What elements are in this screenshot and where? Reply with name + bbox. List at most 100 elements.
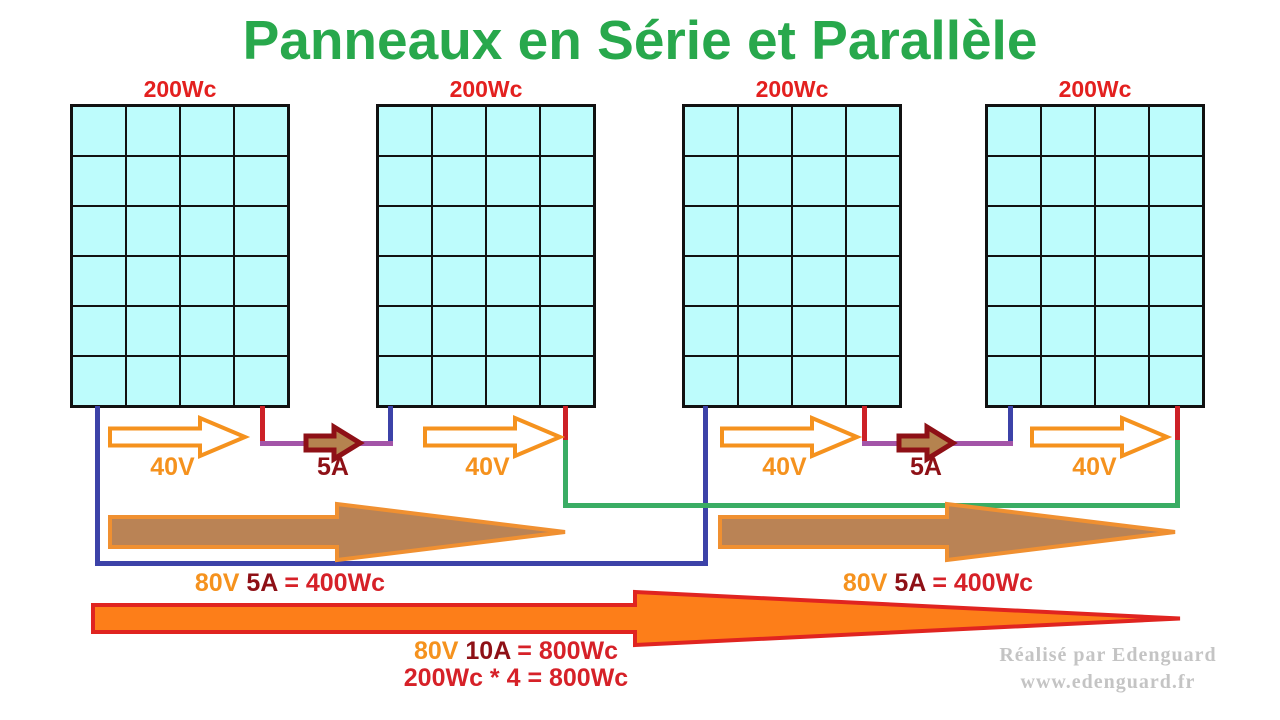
panel-cell	[181, 207, 233, 255]
panel-cell	[847, 257, 899, 305]
string-output-label-part: = 400Wc	[925, 569, 1034, 597]
panel-cell	[1042, 157, 1094, 205]
panel-cell	[541, 307, 593, 355]
wire-red-positive	[260, 406, 265, 444]
panel-cell	[379, 207, 431, 255]
panel-cell	[433, 107, 485, 155]
panel-cell	[73, 307, 125, 355]
panel-cell	[235, 357, 287, 405]
current-label-part: 5A	[910, 453, 942, 481]
watermark: Réalisé par Edenguard www.edenguard.fr	[988, 642, 1228, 696]
panel-cell	[235, 207, 287, 255]
panel-cell	[793, 207, 845, 255]
panel-cell	[739, 307, 791, 355]
panel-cell	[988, 257, 1040, 305]
panel-cell	[73, 157, 125, 205]
panel-cell	[988, 207, 1040, 255]
panel-cell	[1096, 207, 1148, 255]
solar-panel	[70, 104, 290, 408]
wire-red-positive	[1175, 406, 1180, 442]
panel-cell	[1150, 357, 1202, 405]
panel-cell	[739, 157, 791, 205]
panel-cell	[1150, 207, 1202, 255]
panel-cell	[988, 357, 1040, 405]
panel-cell	[487, 107, 539, 155]
solar-panel	[985, 104, 1205, 408]
watermark-line2: www.edenguard.fr	[1020, 671, 1196, 693]
solar-panel	[376, 104, 596, 408]
panel-cell	[73, 257, 125, 305]
voltage-label: 40V	[0, 453, 423, 481]
panel-cell	[379, 157, 431, 205]
wire-blue-negative	[703, 406, 708, 566]
panel-cell	[793, 257, 845, 305]
string-output-label: 80V 5A = 400Wc	[40, 569, 540, 597]
panel-cell	[1150, 157, 1202, 205]
panel-cell	[181, 257, 233, 305]
panel-cell	[541, 357, 593, 405]
panel-cell	[739, 357, 791, 405]
panel-cell	[433, 357, 485, 405]
panel-cell	[73, 107, 125, 155]
voltage-label-part: 40V	[465, 453, 510, 481]
panel-cell	[235, 157, 287, 205]
string-output-label-part: 5A	[894, 569, 926, 597]
panel-cell	[541, 107, 593, 155]
panel-cell	[1096, 157, 1148, 205]
panel-cell	[127, 157, 179, 205]
panel-cell	[379, 257, 431, 305]
panel-cell	[793, 357, 845, 405]
voltage-arrow	[108, 414, 251, 460]
panel-cell	[793, 307, 845, 355]
panel-cell	[988, 107, 1040, 155]
panel-cell	[793, 157, 845, 205]
panel-cell	[235, 307, 287, 355]
panel-cell	[1150, 107, 1202, 155]
panel-cell	[1096, 107, 1148, 155]
panel-cell	[1150, 307, 1202, 355]
panel-cell	[127, 307, 179, 355]
string-output-label-part: = 400Wc	[277, 569, 386, 597]
panel-cell	[685, 157, 737, 205]
string-output-label-part: 80V	[194, 569, 247, 597]
panel-cell	[685, 257, 737, 305]
panel-cell	[433, 307, 485, 355]
panel-cell	[487, 307, 539, 355]
panel-cell	[181, 357, 233, 405]
voltage-label: 40V	[238, 453, 738, 481]
panel-cell	[487, 357, 539, 405]
panel-cell	[847, 107, 899, 155]
panel-power-label: 200Wc	[755, 76, 829, 102]
panel-cell	[127, 357, 179, 405]
panel-cell	[1042, 257, 1094, 305]
panel-cell	[1096, 357, 1148, 405]
current-label: 5A	[676, 453, 1176, 481]
combined-output-label-line1-part: 80V	[413, 637, 466, 665]
combined-output-label-line2-part: 200Wc * 4 = 800Wc	[403, 664, 629, 692]
combined-output-arrow	[91, 589, 1181, 648]
panel-cell	[127, 207, 179, 255]
voltage-label-part: 40V	[762, 453, 807, 481]
panel-cell	[235, 257, 287, 305]
panel-cell	[379, 107, 431, 155]
panel-cell	[1096, 307, 1148, 355]
combined-output-label-line1: 80V 10A = 800Wc	[266, 637, 766, 665]
wire-red-positive	[862, 406, 867, 444]
combined-output-label-line2: 200Wc * 4 = 800Wc	[266, 664, 766, 692]
voltage-label-part: 40V	[1072, 453, 1117, 481]
panel-cell	[73, 207, 125, 255]
panel-cell	[847, 207, 899, 255]
panel-cell	[487, 207, 539, 255]
panel-power-label: 200Wc	[449, 76, 523, 102]
voltage-arrow	[423, 414, 566, 460]
wire-blue-negative	[1008, 406, 1013, 446]
panel-cell	[541, 257, 593, 305]
solar-panel	[682, 104, 902, 408]
panel-cell	[541, 207, 593, 255]
panel-cell	[793, 107, 845, 155]
diagram-title: Panneaux en Série et Parallèle	[242, 9, 1038, 71]
panel-cell	[433, 257, 485, 305]
panel-cell	[988, 157, 1040, 205]
